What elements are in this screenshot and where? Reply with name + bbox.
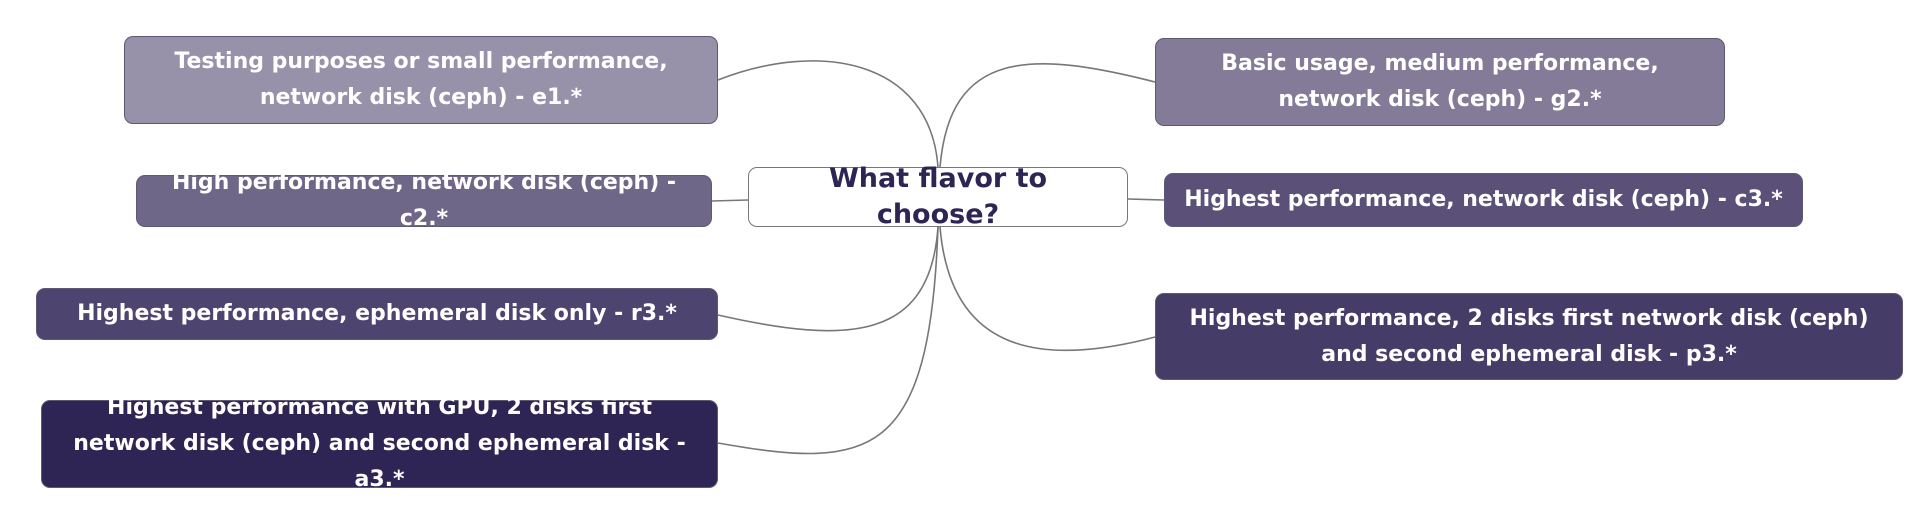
branch-e1[interactable]: Testing purposes or small performance, n…	[124, 36, 718, 124]
branch-c2[interactable]: High performance, network disk (ceph) - …	[136, 170, 712, 231]
link-c3	[1127, 198, 1165, 201]
branch-r3[interactable]: Highest performance, ephemeral disk only…	[36, 288, 718, 340]
link-a3	[717, 226, 939, 455]
branch-p3[interactable]: Highest performance, 2 disks first netwo…	[1155, 293, 1903, 380]
link-c2	[711, 199, 749, 202]
link-e1	[717, 60, 939, 168]
branch-c3[interactable]: Highest performance, network disk (ceph)…	[1164, 173, 1803, 227]
link-p3	[939, 226, 1156, 352]
link-g2	[939, 63, 1156, 168]
branch-a3[interactable]: Highest performance with GPU, 2 disks fi…	[41, 395, 718, 492]
link-r3	[717, 226, 939, 332]
central-topic[interactable]: What flavor to choose?	[748, 163, 1128, 230]
branch-g2[interactable]: Basic usage, medium performance, network…	[1155, 38, 1725, 126]
